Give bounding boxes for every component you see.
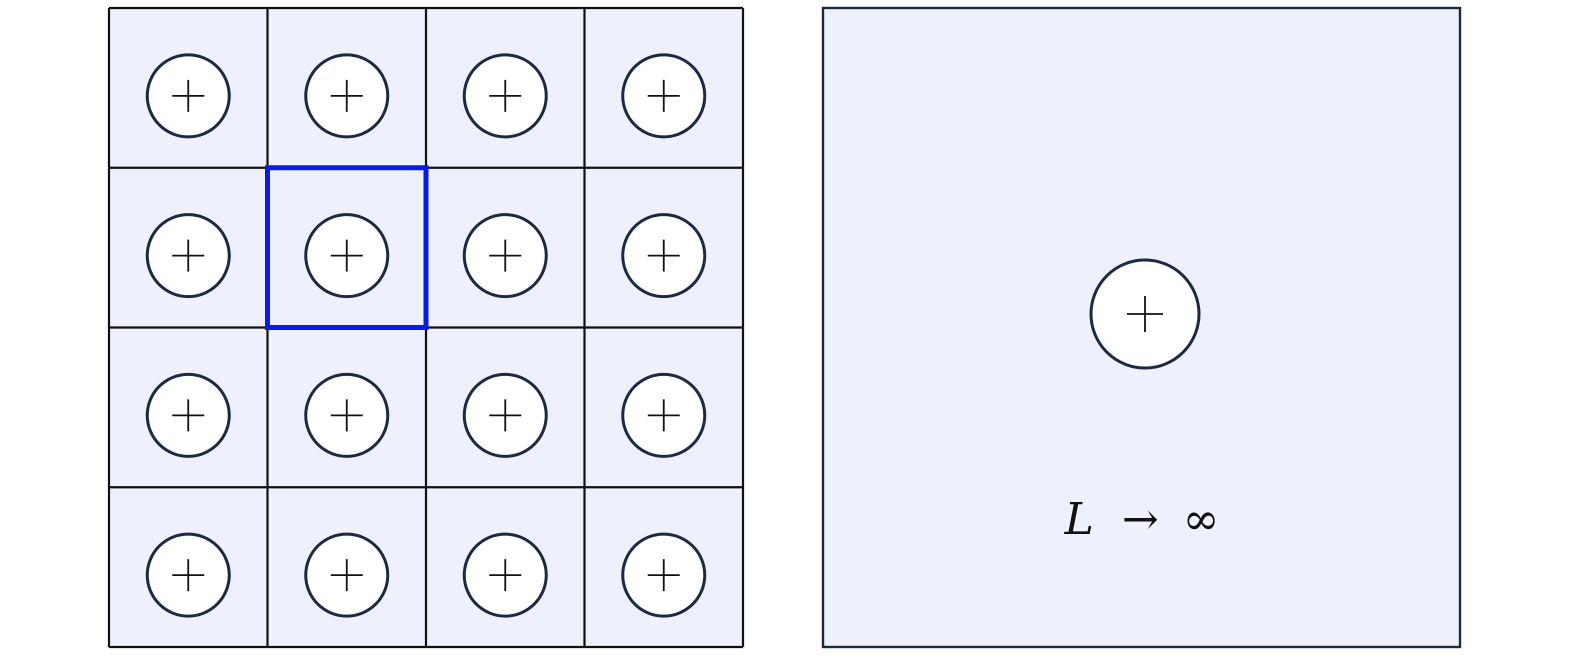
plus-icon	[172, 79, 205, 112]
lattice-ion	[621, 213, 707, 299]
lattice-ion	[462, 213, 548, 299]
lattice-ion	[621, 53, 707, 139]
highlighted-unit-cell	[265, 165, 429, 330]
plus-icon	[172, 399, 205, 432]
plus-icon	[647, 79, 680, 112]
limit-label: L → ∞	[1064, 494, 1220, 545]
plus-icon	[489, 239, 522, 272]
lattice-ion	[621, 372, 707, 458]
plus-icon	[330, 559, 363, 592]
single-ion-plus-icon	[1127, 296, 1163, 332]
lattice-ion	[304, 53, 390, 139]
plus-icon	[330, 399, 363, 432]
lattice-ion	[462, 532, 548, 618]
plus-icon	[1127, 296, 1163, 332]
lattice-ion	[145, 213, 231, 299]
plus-icon	[330, 239, 363, 272]
lattice-ion	[145, 53, 231, 139]
limit-target: ∞	[1183, 494, 1220, 545]
periodic-lattice-panel	[107, 6, 745, 649]
plus-icon	[330, 79, 363, 112]
lattice-ion	[145, 372, 231, 458]
lattice-ion	[462, 53, 548, 139]
lattice-grid-lines	[107, 6, 745, 649]
lattice-ion	[145, 532, 231, 618]
plus-icon	[647, 239, 680, 272]
plus-icon	[647, 559, 680, 592]
plus-icon	[647, 399, 680, 432]
lattice-ion	[304, 372, 390, 458]
lattice-cells	[145, 53, 707, 618]
infinite-limit-panel: L → ∞	[821, 6, 1462, 649]
lattice-ion	[304, 213, 390, 299]
plus-icon	[489, 79, 522, 112]
plus-icon	[172, 239, 205, 272]
lattice-ion	[462, 372, 548, 458]
lattice-ion	[304, 532, 390, 618]
plus-icon	[489, 399, 522, 432]
plus-icon	[172, 559, 205, 592]
lattice-ion	[621, 532, 707, 618]
limit-arrow: →	[1122, 494, 1159, 545]
limit-variable: L	[1064, 494, 1094, 545]
plus-icon	[489, 559, 522, 592]
